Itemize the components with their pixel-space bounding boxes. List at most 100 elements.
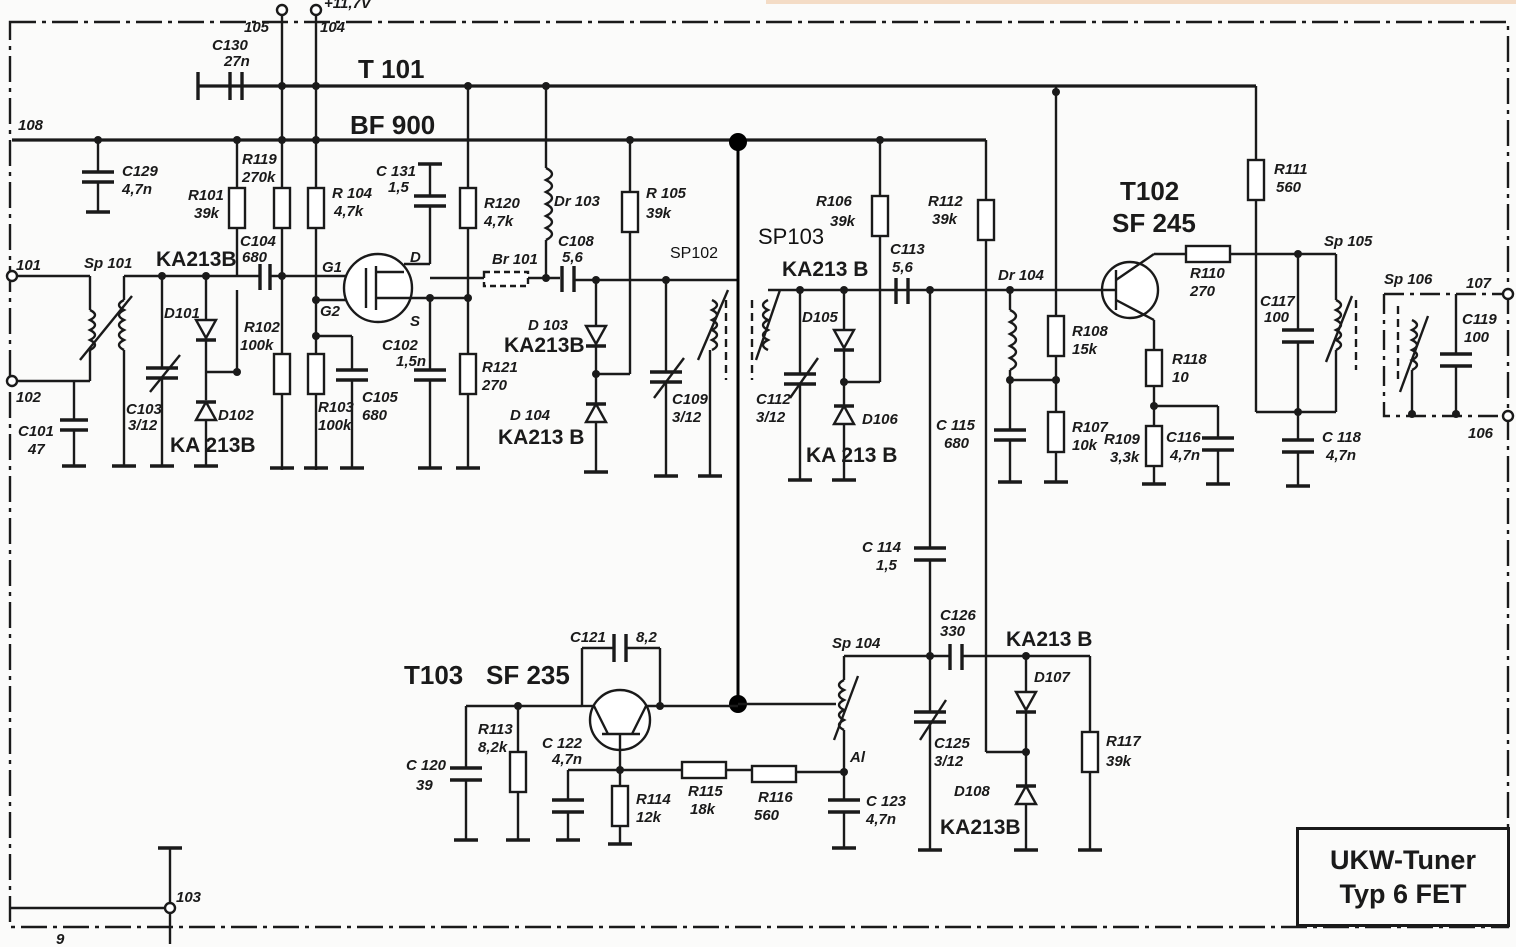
r106-ref: R106 [816,193,853,210]
sp104-label: Sp 104 [832,635,881,652]
r104-value: 4,7k [333,203,364,220]
c103-value: 3/12 [128,417,158,434]
c113-ref: C113 [890,241,925,258]
terminal-9-label: 9 [56,931,65,947]
capacitor-c102 [414,368,446,470]
d104-type: KA213 B [498,426,584,449]
resistor-r114 [608,770,632,846]
resistor-r113 [506,706,530,842]
title-block: UKW-Tuner Typ 6 FET [1296,827,1510,927]
r103-ref: R103 [318,399,355,416]
br101-label: Br 101 [492,251,538,268]
d106-label: D106 [862,411,899,428]
r110-ref: R110 [1190,265,1225,282]
terminal-108-label: 108 [18,117,44,134]
r119-ref: R119 [242,151,277,168]
resistor-r121 [456,352,480,470]
t102-ref: T102 [1120,176,1179,206]
r120-ref: R120 [484,195,521,212]
resistor-r105 [620,140,640,374]
resistor-r104 [306,186,326,230]
r109-ref: R109 [1104,431,1141,448]
inductor-sp102 [696,289,730,478]
c131-ref: C 131 [376,163,416,180]
c130-value: 27n [223,53,250,70]
inductor-sp103 [750,288,1006,380]
capacitor-c116 [1202,406,1234,486]
t101-pin-g2: G2 [320,303,341,320]
inductor-sp101 [79,274,260,468]
r101-ref: R101 [188,187,224,204]
sp101-label: Sp 101 [84,255,132,272]
transistor-t102 [1006,252,1186,350]
d101-type: KA213B [156,248,237,271]
r121-ref: R121 [482,359,518,376]
r121-value: 270 [481,377,508,394]
c125-value: 3/12 [934,753,964,770]
capacitor-c114 [914,290,946,656]
c114-ref: C 114 [862,539,902,556]
capacitor-c121 [582,634,660,662]
c112-value: 3/12 [756,409,786,426]
c108-ref: C108 [558,233,595,250]
d101-label: D101 [164,305,200,322]
c126-value: 330 [940,623,966,640]
c117-value: 100 [1264,309,1290,326]
c116-ref: C116 [1166,429,1201,446]
r117-value: 39k [1106,753,1132,770]
c129-value: 4,7n [121,181,152,198]
terminal-104-label: 104 [320,19,346,36]
c121-value: 8,2 [636,629,658,646]
r111-value: 560 [1276,179,1302,196]
capacitor-c125 [914,656,948,852]
d107-type: KA213 B [1006,628,1092,651]
c126-ref: C126 [940,607,977,624]
c105-value: 680 [362,407,388,424]
sp106-label: Sp 106 [1384,271,1433,288]
c109-ref: C109 [672,391,709,408]
c119-ref: C119 [1462,311,1497,328]
c116-value: 4,7n [1169,447,1200,464]
r102-value: 100k [240,337,274,354]
diode-d101-d102 [193,276,239,468]
sp105-label: Sp 105 [1324,233,1373,250]
r107-value: 10k [1072,437,1098,454]
inductor-dr104 [1007,290,1056,430]
title-line-1: UKW-Tuner [1330,845,1476,875]
transistor-t103 [466,648,738,770]
resistor-r116 [750,764,844,784]
resistor-r115 [620,760,752,780]
r114-value: 12k [636,809,662,826]
input-101-102 [5,269,92,468]
c115-value: 680 [944,435,970,452]
diode-d103-d104 [583,280,630,474]
r112-ref: R112 [928,193,963,210]
r115-ref: R115 [688,783,723,800]
c104-value: 680 [242,249,268,266]
d108-type: KA213B [940,816,1021,839]
c104-ref: C104 [240,233,277,250]
terminal-107-label: 107 [1466,275,1492,292]
r101-value: 39k [194,205,220,222]
c120-ref: C 120 [406,757,447,774]
c118-ref: C 118 [1322,429,1362,446]
capacitor-c113 [894,278,910,304]
r116-value: 560 [754,807,780,824]
c101-value: 47 [27,441,45,458]
bus-line [729,133,747,713]
r106-value: 39k [830,213,856,230]
c123-value: 4,7n [865,811,896,828]
capacitor-c117 [1282,254,1314,440]
r105-value: 39k [646,205,672,222]
resistor-r120 [430,86,478,354]
frame [8,20,1510,929]
rail-108 [12,138,988,200]
t101-pin-d: D [410,249,421,266]
terminal-101-label: 101 [16,257,41,274]
capacitor-c123 [828,798,860,850]
capacitor-c108 [560,266,738,292]
junction-dots [94,82,1460,776]
sp102-label: SP102 [670,245,718,262]
t101-pin-s: S [410,313,420,330]
supply-voltage-label: +11,7V [324,0,373,12]
